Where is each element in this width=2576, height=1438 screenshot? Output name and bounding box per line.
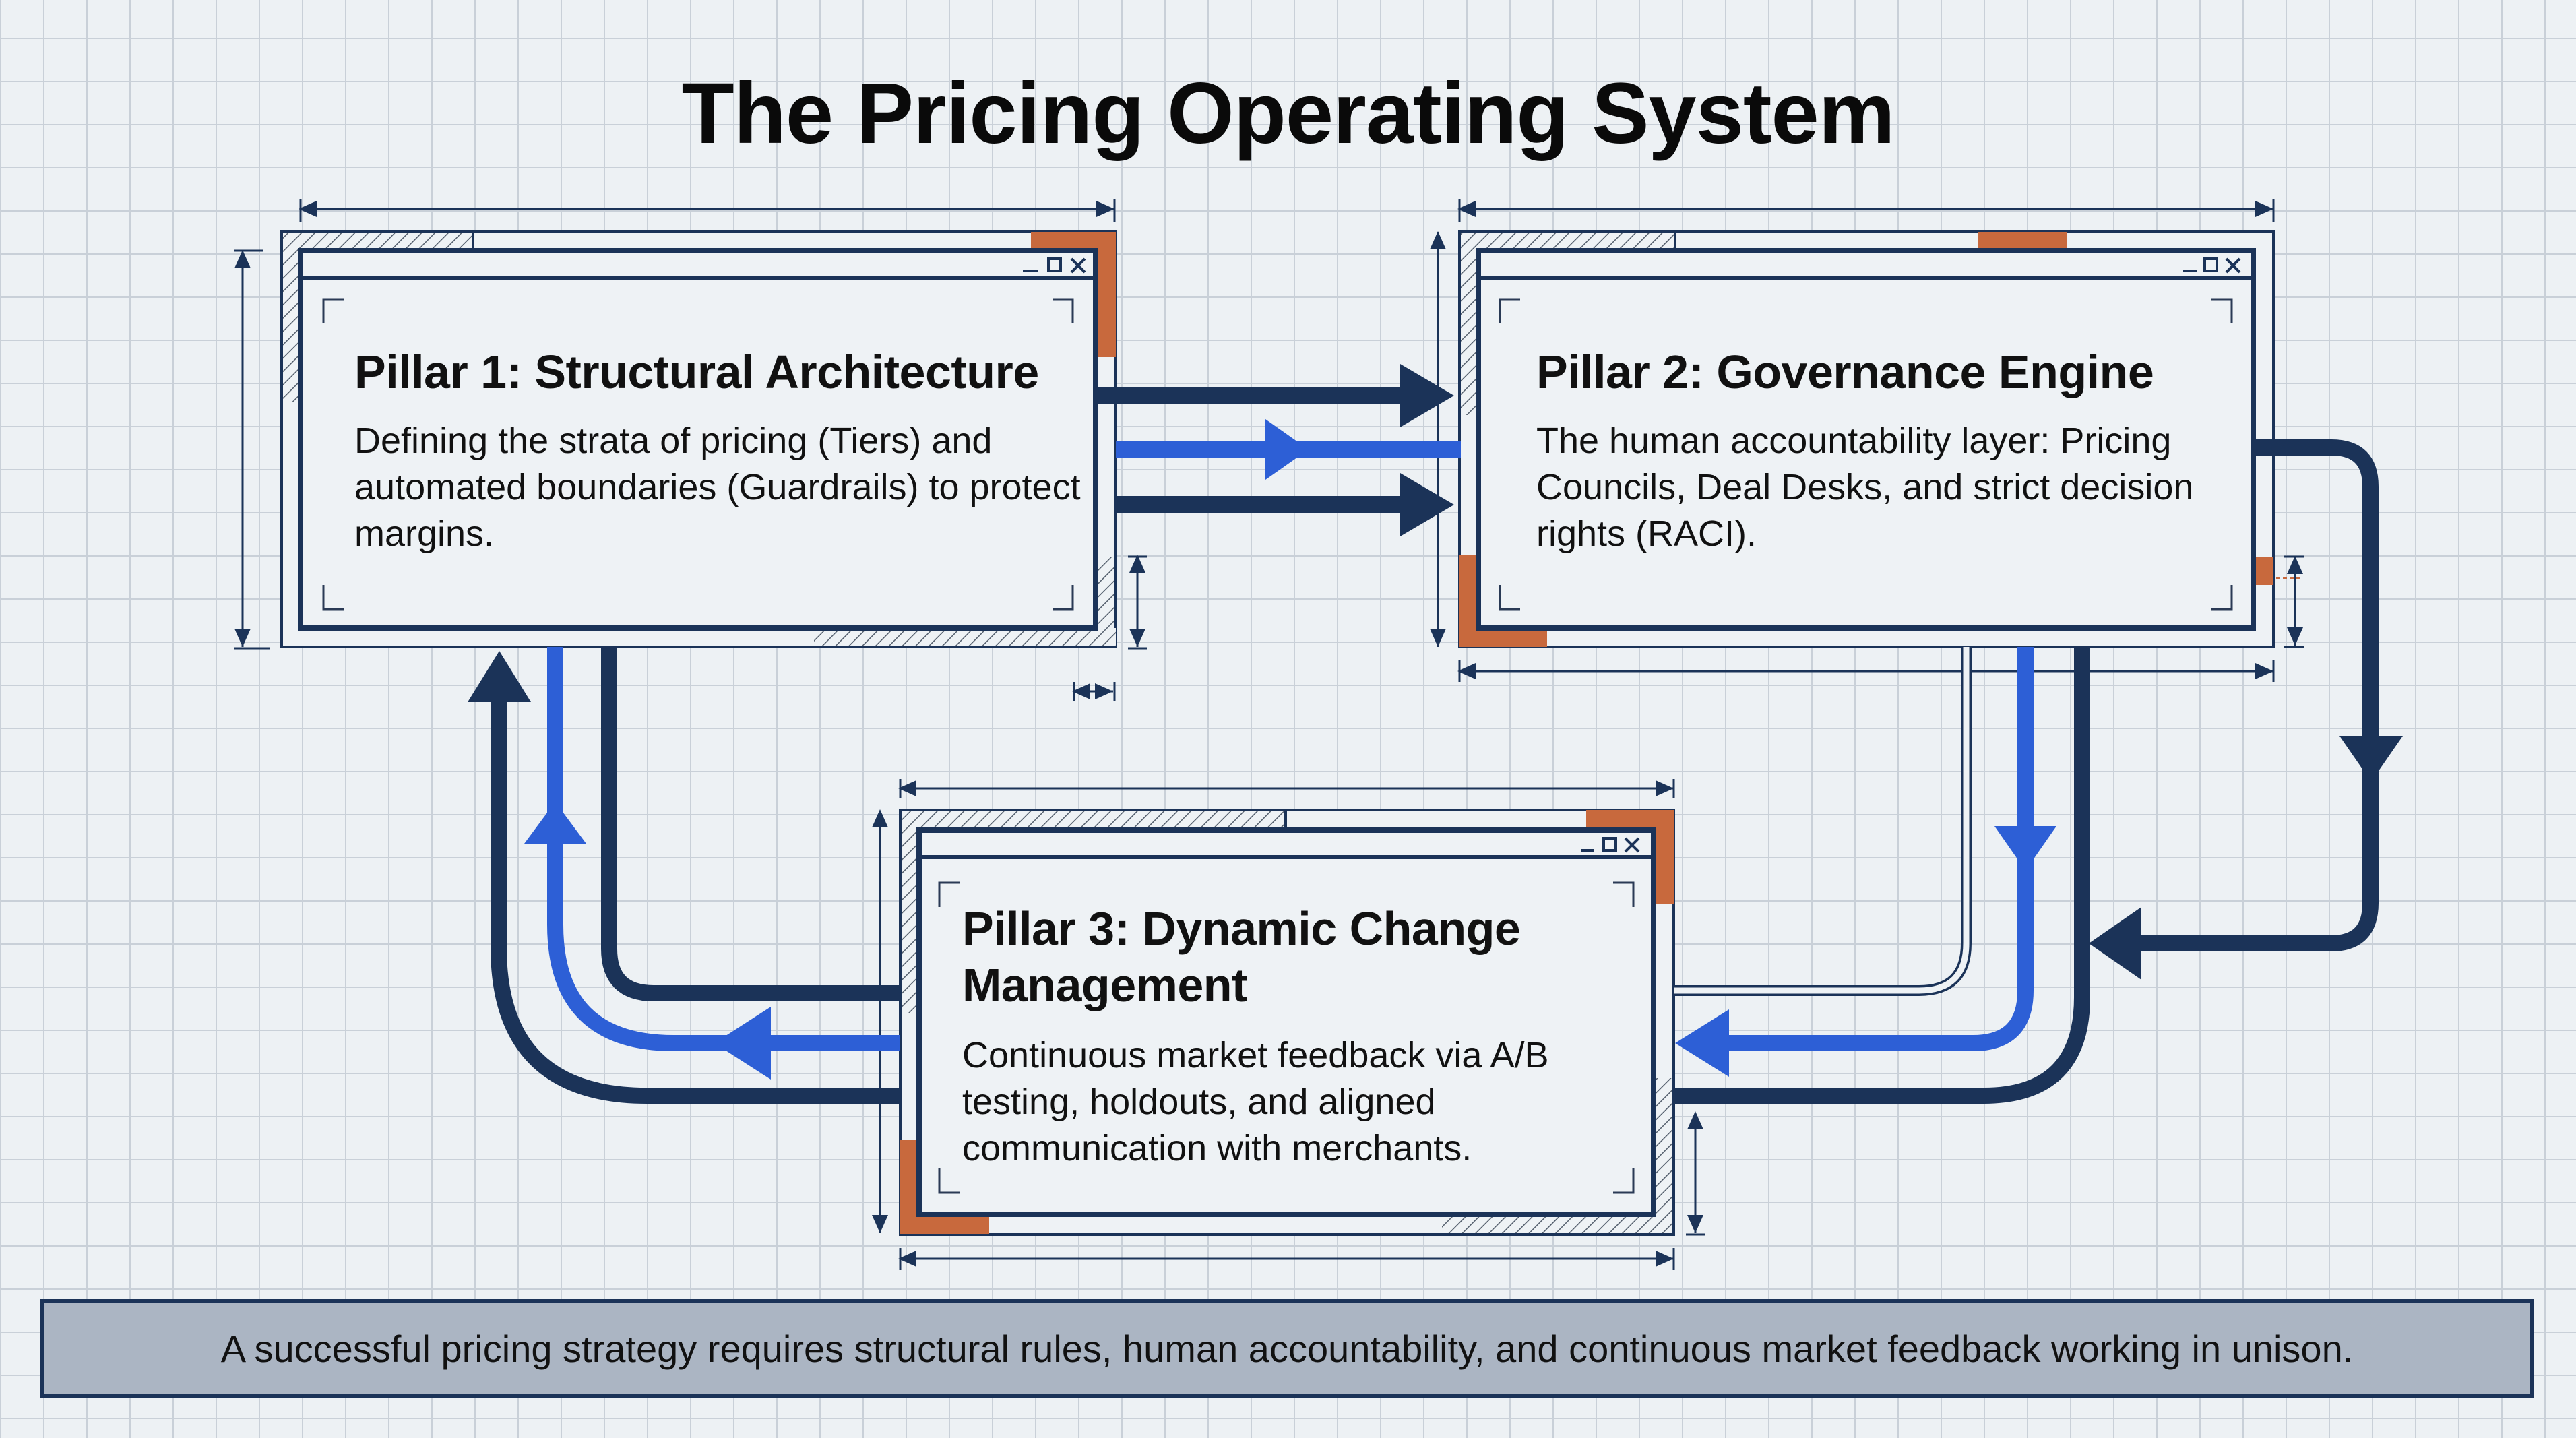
- close-icon: [1624, 837, 1640, 853]
- flow-pillar2-loop-to-pillar3: [2089, 439, 2403, 980]
- page-title: The Pricing Operating System: [681, 65, 1895, 162]
- pillar-2-title: Pillar 2: Governance Engine: [1536, 346, 2154, 398]
- arrowhead-up-icon: [468, 651, 531, 702]
- flow-pillar1-to-pillar2: [1096, 364, 1461, 536]
- arrowhead-down-icon: [2339, 736, 2403, 782]
- arrowhead-left-icon: [1675, 1009, 1729, 1077]
- maximize-icon: [2203, 257, 2218, 272]
- maximize-icon: [1047, 257, 1062, 272]
- pillar-3-dimension-lines: [872, 779, 1705, 1270]
- flow-pillar3-to-pillar1: [468, 647, 900, 1104]
- pillar-3-window-frame: [899, 809, 1675, 1236]
- pillar-2-window-frame: [1458, 230, 2275, 648]
- arrowhead-right-icon: [1400, 473, 1454, 536]
- arrowhead-right-icon: [1400, 364, 1454, 427]
- arrowhead-left-icon: [2089, 907, 2141, 980]
- pillar-2-dimension-lines: [1430, 199, 2304, 682]
- pillar-1-dimension-lines: [234, 199, 1147, 701]
- pillar-2-window-controls[interactable]: [2183, 257, 2241, 274]
- pillar-3-title: Pillar 3: Dynamic Change Management: [962, 902, 1521, 1011]
- arrowhead-down-icon: [1994, 826, 2056, 871]
- pillar-3-window-controls[interactable]: [1581, 837, 1640, 853]
- pillar-1-window-controls[interactable]: [1023, 257, 1086, 274]
- pillar-2-content: Pillar 2: Governance Engine The human ac…: [1536, 344, 2237, 557]
- close-icon: [1070, 257, 1086, 274]
- arrowhead-up-icon: [524, 802, 586, 844]
- maximize-icon: [1602, 837, 1617, 852]
- arrowhead-right-icon: [1265, 419, 1309, 480]
- flow-pillar2-to-pillar3: [1674, 647, 2090, 1104]
- pillar-2-description: The human accountability layer: Pricing …: [1536, 420, 2194, 554]
- pillar-3-content: Pillar 3: Dynamic Change Management Cont…: [962, 900, 1636, 1172]
- pillar-3-description: Continuous market feedback via A/B testi…: [962, 1035, 1549, 1168]
- arrowhead-left-icon: [714, 1007, 771, 1080]
- pillar-1-content: Pillar 1: Structural Architecture Defini…: [354, 344, 1082, 557]
- pillar-1-title: Pillar 1: Structural Architecture: [354, 346, 1039, 398]
- pillar-1-description: Defining the strata of pricing (Tiers) a…: [354, 420, 1081, 554]
- summary-text: A successful pricing strategy requires s…: [220, 1327, 2354, 1370]
- summary-banner: A successful pricing strategy requires s…: [40, 1299, 2534, 1398]
- close-icon: [2225, 257, 2241, 274]
- pillar-1-window-frame: [280, 230, 1117, 648]
